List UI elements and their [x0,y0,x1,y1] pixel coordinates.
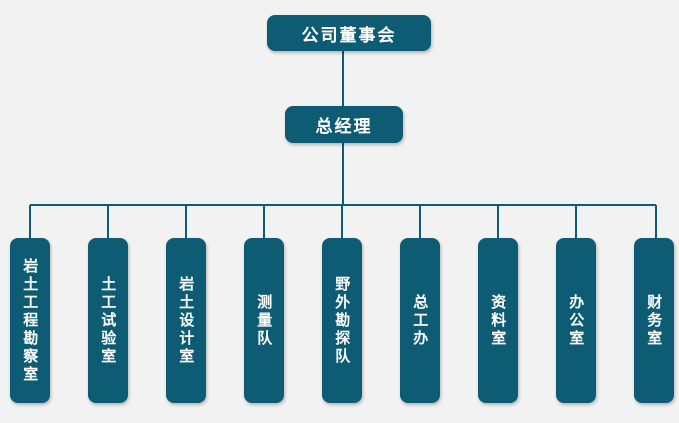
dept-chief-engineer-office: 总工办 [400,238,440,403]
dept-finance-office: 财务室 [634,238,674,403]
dept-geotechnical-design: 岩土设计室 [166,238,206,403]
dept-records-room: 资料室 [478,238,518,403]
dept-surveying-team: 测量队 [244,238,284,403]
dept-soil-testing-lab: 土工试验室 [88,238,128,403]
chairman-box: 公司董事会 [267,15,431,51]
dept-field-exploration: 野外勘探队 [322,238,362,403]
general-manager-box: 总经理 [285,106,403,143]
dept-geotechnical-survey: 岩土工程勘察室 [10,238,50,403]
dept-general-office: 办公室 [556,238,596,403]
